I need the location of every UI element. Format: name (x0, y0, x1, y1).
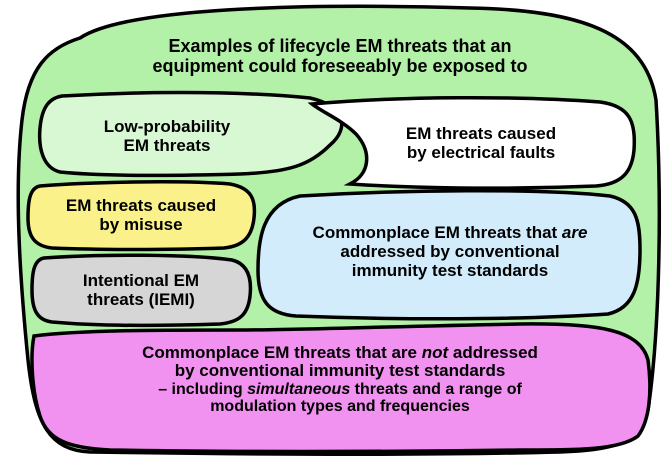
not-addressed-line3-post: threats and a range of (350, 380, 522, 398)
iemi-region (30, 253, 253, 328)
addressed-line1-em: are (561, 223, 588, 242)
low-probability-region (37, 90, 344, 178)
not-addressed-line1-em: not (421, 343, 449, 362)
not-addressed-line3-pre: – including (158, 380, 248, 398)
misuse-label: EM threats caused by misuse (36, 196, 246, 234)
low-probability-line1: Low-probability (103, 117, 231, 136)
outer-title: Examples of lifecycle EM threats that an… (100, 36, 580, 76)
addressed-line3: immunity test standards (351, 261, 549, 281)
electrical-faults-line1: EM threats caused (405, 124, 557, 143)
outer-title-line1: Examples of lifecycle EM threats that an (168, 36, 512, 56)
not-addressed-line1-post: addressed (448, 343, 538, 362)
not-addressed-region (30, 322, 652, 454)
outer-title-line2: equipment could foreseeably be exposed t… (152, 56, 528, 77)
addressed-line1-pre: Commonplace EM threats that (312, 223, 562, 242)
iemi-label: Intentional EM threats (IEMI) (38, 271, 244, 309)
misuse-line2: by misuse (99, 215, 183, 235)
iemi-line2: threats (IEMI) (87, 290, 195, 310)
not-addressed-line3: – including simultaneous threats and a r… (60, 381, 620, 398)
addressed-region (256, 188, 642, 321)
low-probability-label: Low-probability EM threats (62, 117, 272, 155)
not-addressed-line3-em: simultaneous (247, 380, 351, 398)
not-addressed-line1-pre: Commonplace EM threats that are (142, 343, 422, 362)
misuse-line1: EM threats caused (65, 196, 217, 215)
addressed-line2: addressed by conventional (340, 242, 560, 262)
electrical-faults-line2: by electrical faults (406, 143, 556, 163)
electrical-faults-region (307, 95, 637, 190)
not-addressed-line4: modulation types and frequencies (210, 397, 470, 415)
electrical-faults-label: EM threats caused by electrical faults (366, 124, 596, 162)
not-addressed-line1: Commonplace EM threats that are not addr… (60, 343, 620, 362)
addressed-label: Commonplace EM threats that are addresse… (268, 223, 632, 280)
not-addressed-line2: by conventional immunity test standards (174, 361, 506, 381)
not-addressed-label: Commonplace EM threats that are not addr… (60, 343, 620, 415)
addressed-line1: Commonplace EM threats that are (268, 223, 632, 242)
misuse-region (26, 180, 257, 252)
low-probability-line2: EM threats (123, 136, 211, 156)
iemi-line1: Intentional EM (82, 271, 200, 290)
